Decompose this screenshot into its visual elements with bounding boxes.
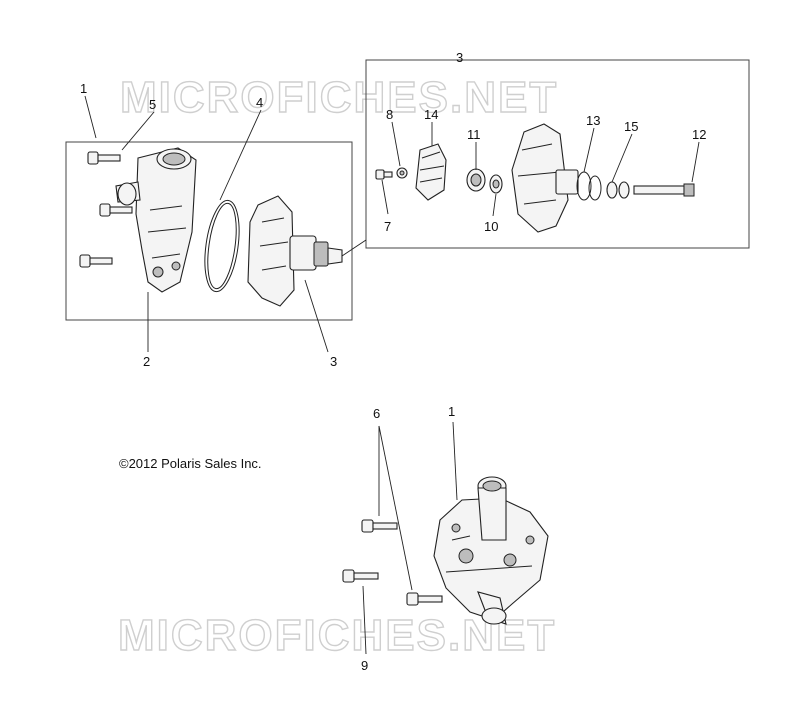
callout-1-bottom: 1 bbox=[448, 404, 455, 419]
bolt-lower bbox=[79, 254, 113, 268]
callout-8: 8 bbox=[386, 107, 393, 122]
callout-2: 2 bbox=[143, 354, 150, 369]
callout-15: 15 bbox=[624, 119, 638, 134]
pump-housing-assembly-part-1 bbox=[433, 476, 549, 625]
callout-3-mid: 3 bbox=[330, 354, 337, 369]
leader-7 bbox=[381, 179, 389, 215]
bolt-part-6-lower bbox=[406, 592, 443, 606]
callout-14: 14 bbox=[424, 107, 438, 122]
pump-cover-part-3 bbox=[511, 123, 579, 233]
washer-hole bbox=[399, 170, 405, 176]
bolt-part-6-upper bbox=[361, 519, 398, 533]
callout-3-top: 3 bbox=[456, 50, 463, 65]
assembly-frame-left bbox=[65, 141, 353, 321]
bolt-part-9 bbox=[342, 569, 379, 583]
callout-6: 6 bbox=[373, 406, 380, 421]
water-pump-assembly-part bbox=[247, 195, 343, 307]
washers-part-15 bbox=[606, 181, 630, 199]
callout-4: 4 bbox=[256, 95, 263, 110]
copyright-notice: ©2012 Polaris Sales Inc. bbox=[119, 456, 262, 471]
leader-9 bbox=[362, 585, 367, 655]
o-ring-part bbox=[204, 199, 240, 293]
leader-12 bbox=[691, 141, 700, 183]
leader-5 bbox=[121, 111, 155, 151]
impeller-part-14 bbox=[415, 143, 447, 201]
watermark-bottom: MICROFICHES.NET bbox=[118, 611, 556, 660]
o-ring-inner bbox=[207, 202, 237, 290]
bolt-middle bbox=[99, 203, 133, 217]
callout-1-top: 1 bbox=[80, 81, 87, 96]
callout-11: 11 bbox=[467, 127, 481, 142]
callout-5: 5 bbox=[149, 97, 156, 112]
leader-15 bbox=[611, 133, 633, 183]
callout-7: 7 bbox=[384, 219, 391, 234]
callout-9: 9 bbox=[361, 658, 368, 673]
shaft-part-12 bbox=[633, 183, 695, 197]
watermark-top: MICROFICHES.NET bbox=[120, 73, 558, 122]
leader-3-mid bbox=[304, 279, 329, 353]
screw-part-7 bbox=[375, 169, 393, 180]
leader-4 bbox=[219, 109, 262, 201]
leader-6-b bbox=[378, 425, 413, 591]
bolt-top bbox=[87, 151, 121, 165]
callout-10: 10 bbox=[484, 219, 498, 234]
leader-10 bbox=[492, 193, 497, 217]
o-rings-part-13 bbox=[576, 171, 602, 201]
leader-3-connector bbox=[341, 239, 367, 257]
callout-13: 13 bbox=[586, 113, 600, 128]
callout-12: 12 bbox=[692, 127, 706, 142]
seal-part-11 bbox=[466, 168, 486, 192]
leader-8 bbox=[391, 121, 401, 167]
assembly-frame-right bbox=[365, 59, 750, 249]
leader-13 bbox=[583, 127, 595, 173]
leader-1-bottom bbox=[452, 421, 458, 501]
leader-1-top bbox=[84, 95, 97, 139]
seal-part-10 bbox=[489, 174, 503, 194]
pump-housing-part bbox=[115, 147, 197, 293]
